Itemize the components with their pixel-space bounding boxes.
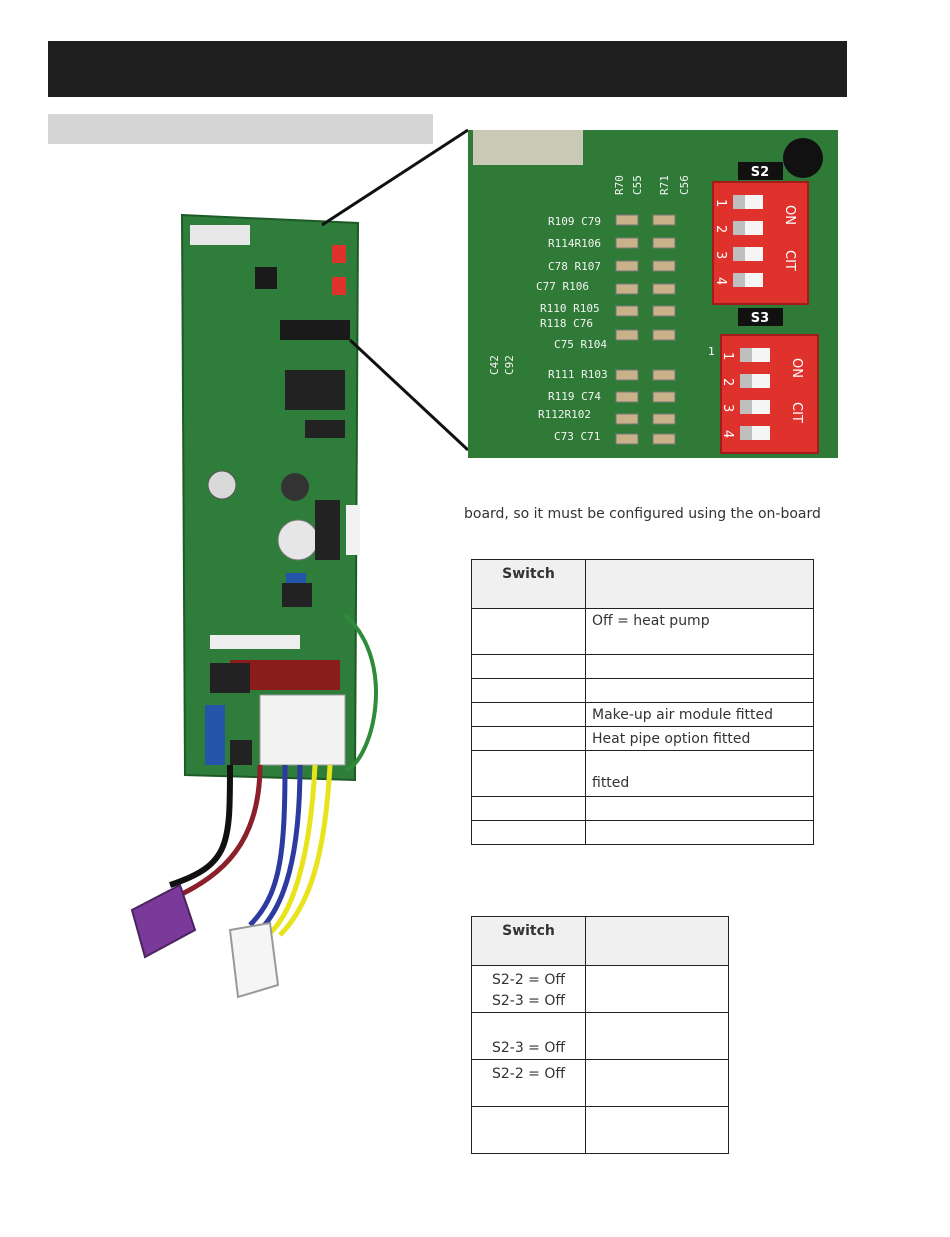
- s3-label: S3: [751, 311, 769, 326]
- component-label: C56: [678, 175, 691, 195]
- s2-position-4: 4: [713, 277, 728, 285]
- table-row: S2-2 = Off: [471, 1059, 729, 1107]
- component-label: R110 R105: [540, 302, 600, 315]
- table-row: [471, 796, 814, 821]
- description-cell: Heat pipe option fitted: [585, 726, 814, 751]
- description-cell: [585, 820, 814, 845]
- table-row: Make-up air module fitted: [471, 702, 814, 727]
- component-label: C42: [488, 355, 501, 375]
- description-cell: [585, 796, 814, 821]
- switch-cell: [471, 726, 586, 751]
- table1-header-description: [585, 559, 814, 609]
- s3-on-label: ON: [789, 358, 804, 378]
- switch-cell: [471, 750, 586, 797]
- table-row: S2-3 = Off: [471, 1012, 729, 1060]
- table-row: fitted: [471, 750, 814, 797]
- s2-position-2: 2: [713, 225, 728, 233]
- switch-setting-line: [478, 1085, 579, 1106]
- switch-setting-line: S2-3 = Off: [491, 1040, 566, 1056]
- s3-position-3: 3: [720, 404, 735, 412]
- component-label: C77 R106: [536, 280, 589, 293]
- component-label: R112R102: [538, 408, 591, 421]
- s3-position-2: 2: [720, 378, 735, 386]
- component-label: C92: [503, 355, 516, 375]
- switch-cell: [471, 796, 586, 821]
- s2-on-label: ON: [782, 205, 797, 225]
- switch-setting-line: [478, 1132, 579, 1153]
- component-label: C75 R104: [554, 338, 607, 351]
- switch-cell: [471, 654, 586, 679]
- table2-header-switch: Switch: [471, 916, 586, 966]
- switch-cell: [471, 820, 586, 845]
- component-label: R71: [658, 175, 671, 195]
- s2-position-3: 3: [713, 251, 728, 259]
- component-label: R70: [613, 175, 626, 195]
- switch-cell: [471, 608, 586, 655]
- s3-cit-label: CIT: [789, 402, 804, 423]
- description-cell: Off = heat pump: [585, 608, 814, 655]
- component-label: R111 R103: [548, 368, 608, 381]
- s3-position-1: 1: [720, 352, 735, 360]
- table-row: Heat pipe option fitted: [471, 726, 814, 751]
- switch-setting-line: S2-2 = Off: [491, 972, 566, 988]
- description-cell: [585, 1012, 729, 1060]
- table-row: [471, 654, 814, 679]
- table1-header-switch: Switch: [471, 559, 586, 609]
- section-subheading-bar: [48, 114, 433, 144]
- s2-cit-label: CIT: [782, 250, 797, 271]
- description-cell: [585, 678, 814, 703]
- switch-cell: [471, 702, 586, 727]
- page-title-bar: [48, 41, 847, 97]
- switch-cell: S2-3 = Off: [471, 1012, 586, 1060]
- table-row: [471, 820, 814, 845]
- body-text: board, so it must be configured using th…: [464, 506, 821, 522]
- table-row: Off = heat pump: [471, 608, 814, 655]
- component-label: C73 C71: [554, 430, 600, 443]
- description-cell: [585, 654, 814, 679]
- component-label: C55: [631, 175, 644, 195]
- switch-setting-line: [478, 1017, 579, 1038]
- table-row: [471, 1106, 729, 1154]
- component-label: R109 C79: [548, 215, 601, 228]
- description-cell: fitted: [585, 750, 814, 797]
- component-label: R119 C74: [548, 390, 601, 403]
- component-label: R114R106: [548, 237, 601, 250]
- switch-cell: [471, 678, 586, 703]
- table2-header-description: [585, 916, 729, 966]
- table-row: [471, 678, 814, 703]
- dip-switch-closeup-photo: R109 C79 R114R106 C78 R107 C77 R106 R110…: [468, 130, 838, 458]
- description-cell: [585, 1059, 729, 1107]
- s3-position-4: 4: [720, 430, 735, 438]
- switch-cell: [471, 1106, 586, 1154]
- switch-setting-line: S2-2 = Off: [491, 1066, 566, 1082]
- description-cell: [585, 1106, 729, 1154]
- description-cell: [585, 965, 729, 1013]
- switch-setting-line: [478, 1111, 579, 1132]
- component-label: C78 R107: [548, 260, 601, 273]
- control-board-photo: [110, 205, 410, 1020]
- component-label: R118 C76: [540, 317, 593, 330]
- switch-cell: S2-2 = Off: [471, 1059, 586, 1107]
- pin-1-marker: 1: [708, 345, 715, 358]
- s2-label: S2: [751, 165, 769, 180]
- description-cell: Make-up air module fitted: [585, 702, 814, 727]
- s2-position-1: 1: [713, 199, 728, 207]
- switch-setting-line: S2-3 = Off: [491, 993, 566, 1009]
